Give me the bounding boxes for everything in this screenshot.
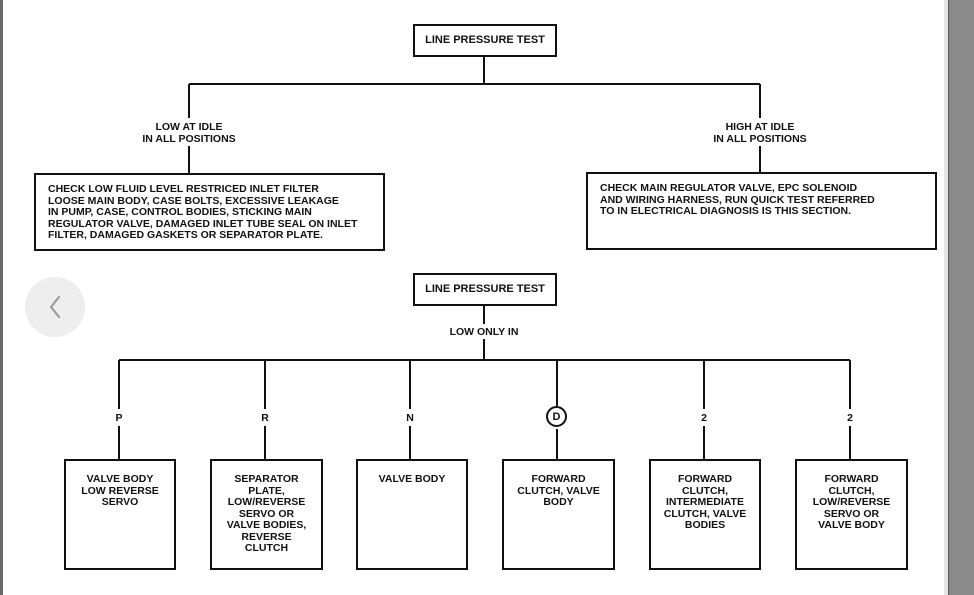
- gear-label-2-second: 2: [847, 412, 853, 424]
- gear-label-p: P: [115, 412, 123, 424]
- leaf-box-p: VALVE BODY LOW REVERSE SERVO: [64, 459, 176, 570]
- gear-label-d: D: [552, 410, 561, 423]
- top-title-text: LINE PRESSURE TEST: [425, 33, 545, 46]
- leaf-box-2-first: FORWARD CLUTCH, INTERMEDIATE CLUTCH, VAL…: [649, 459, 761, 570]
- leaf-box-2-second: FORWARD CLUTCH, LOW/REVERSE SERVO OR VAL…: [795, 459, 908, 570]
- top-right-action-box: CHECK MAIN REGULATOR VALVE, EPC SOLENOID…: [586, 172, 937, 250]
- top-left-action-box: CHECK LOW FLUID LEVEL RESTRICED INLET FI…: [34, 173, 385, 251]
- top-title-box: LINE PRESSURE TEST: [413, 24, 557, 57]
- bottom-title-box: LINE PRESSURE TEST: [413, 273, 557, 306]
- bottom-condition-label: LOW ONLY IN: [449, 326, 519, 338]
- leaf-box-r: SEPARATOR PLATE, LOW/REVERSE SERVO OR VA…: [210, 459, 323, 570]
- gear-label-2-first: 2: [701, 412, 707, 424]
- chevron-left-icon: [49, 295, 61, 319]
- top-right-condition-label: HIGH AT IDLE IN ALL POSITIONS: [713, 121, 807, 145]
- leaf-box-d: FORWARD CLUTCH, VALVE BODY: [502, 459, 615, 570]
- viewer-left-border: [0, 0, 3, 595]
- top-left-condition-label: LOW AT IDLE IN ALL POSITIONS: [142, 121, 236, 145]
- previous-image-button[interactable]: [25, 277, 85, 337]
- viewer-scrollbar-track: [944, 0, 948, 595]
- gear-label-r: R: [261, 412, 269, 424]
- gear-label-n: N: [406, 412, 414, 424]
- leaf-box-n: VALVE BODY: [356, 459, 468, 570]
- bottom-title-text: LINE PRESSURE TEST: [425, 282, 545, 295]
- viewer-right-border: [948, 0, 974, 595]
- gear-label-d-circled: D: [546, 406, 567, 427]
